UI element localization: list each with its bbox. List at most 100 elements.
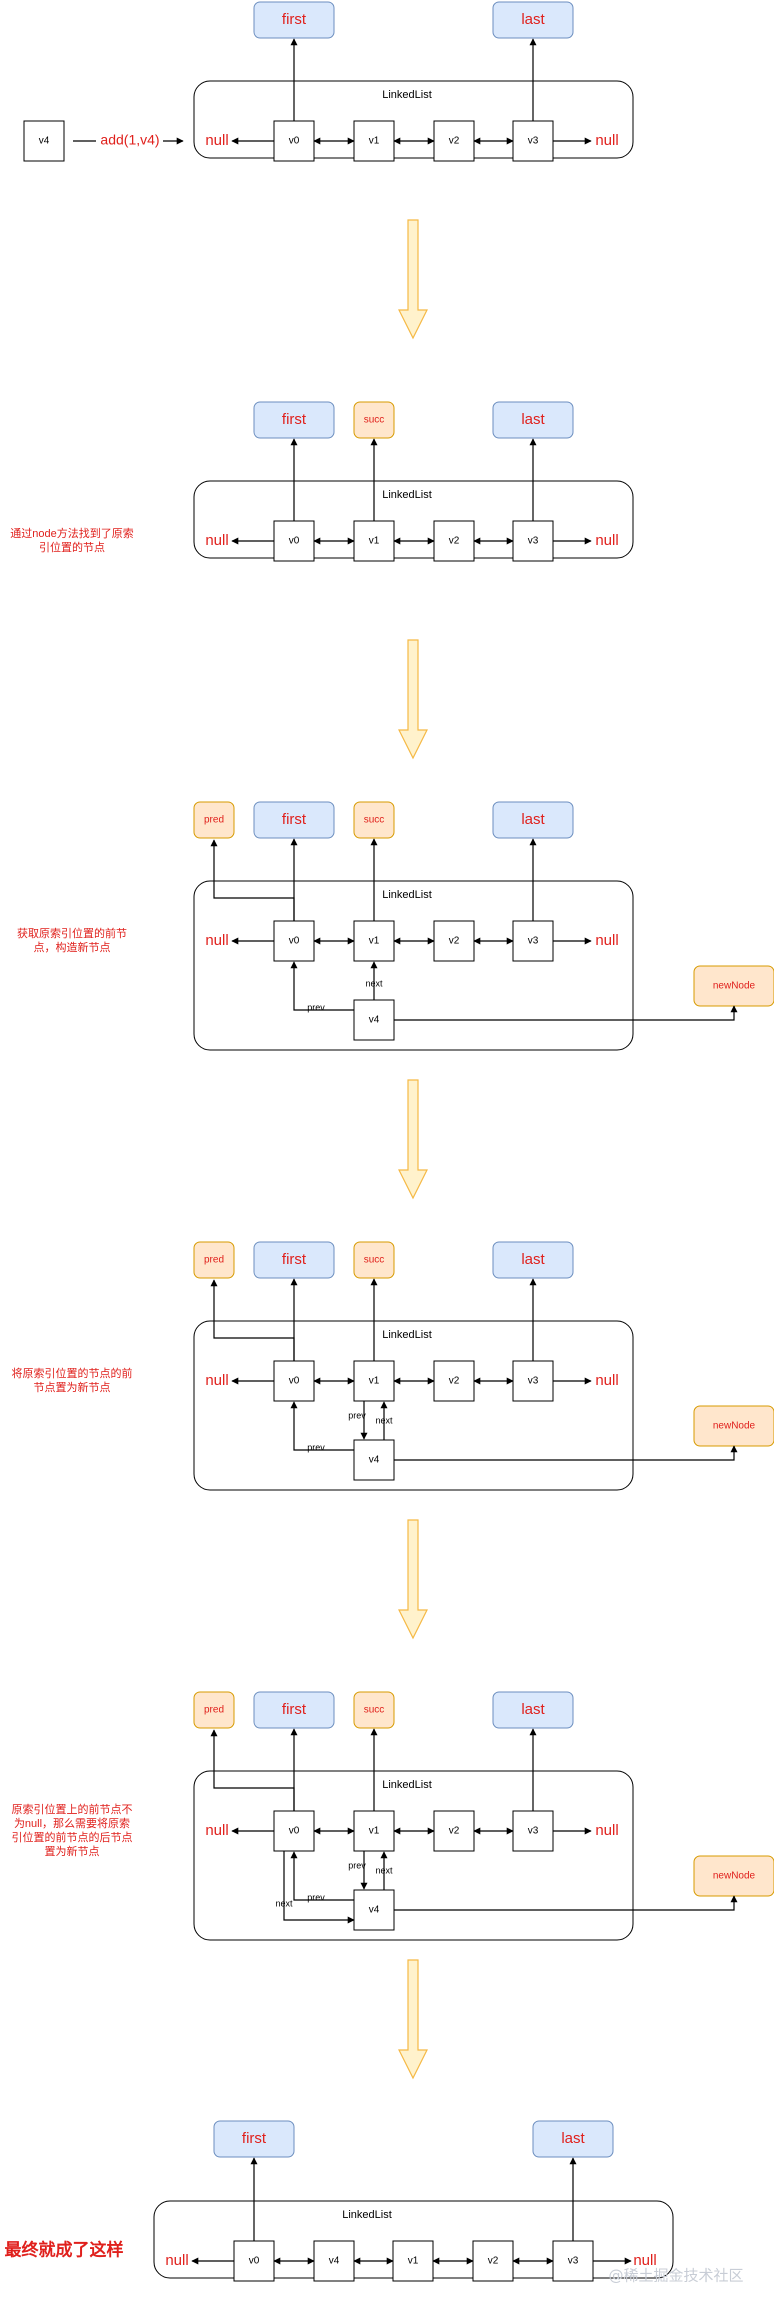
pointer-first-label: first: [282, 1701, 307, 1718]
null-right: null: [595, 532, 618, 549]
node-v1-box: [353, 1810, 395, 1852]
linkedlist-label: LinkedList: [382, 89, 432, 101]
null-left: null: [205, 1822, 228, 1839]
prev-label: prev: [307, 1442, 325, 1452]
node-v0-label: v0: [249, 2256, 260, 2267]
node-v1-label: v1: [369, 1826, 380, 1837]
node-v3-box: [512, 120, 554, 162]
pointer-first-label: first: [242, 2130, 267, 2147]
newnode-pointer-arrow: [394, 1005, 738, 1021]
input-node-v4-label: v4: [39, 136, 50, 147]
node-v1-label: v1: [369, 1376, 380, 1387]
prev-label: prev: [307, 1002, 325, 1012]
null-left: null: [205, 1372, 228, 1389]
node-v2-label: v2: [449, 936, 460, 947]
prev-link-v4-v0: [290, 961, 354, 1011]
linkedlist-container: [193, 480, 634, 559]
null-right: null: [595, 1822, 618, 1839]
pointer-succ-label: succ: [364, 415, 385, 426]
node-v4-new-box: [353, 999, 395, 1041]
node-v0-label: v0: [289, 1376, 300, 1387]
node-v0-label: v0: [289, 136, 300, 147]
newnode-pointer-arrow: [394, 1895, 738, 1911]
newnode-tag-label: newNode: [713, 981, 756, 992]
null-right: null: [595, 932, 618, 949]
pointer-first-label: first: [282, 411, 307, 428]
linkedlist-label: LinkedList: [342, 2209, 392, 2221]
null-right: null: [595, 1372, 618, 1389]
node-v3-box: [512, 920, 554, 962]
linkedlist-label: LinkedList: [382, 889, 432, 901]
node-v2-label: v2: [488, 2256, 499, 2267]
watermark: @稀土掘金技术社区: [608, 2267, 743, 2285]
node-v0-label: v0: [289, 536, 300, 547]
next-label: next: [375, 1865, 393, 1875]
node-v3-label: v3: [528, 136, 539, 147]
node-v2-box: [433, 1360, 475, 1402]
pointer-first-box: [253, 1, 335, 39]
flow-arrow-1: [398, 219, 428, 340]
pointer-last-label: last: [521, 11, 545, 28]
pointer-succ-label: succ: [364, 815, 385, 826]
pointer-last-box: [492, 1, 574, 39]
pointer-pred-box: [193, 1691, 235, 1729]
pointer-last-box: [492, 401, 574, 439]
node-v2-box: [472, 2240, 514, 2282]
step-note: 获取原索引位置的前节点，构造新节点: [17, 926, 127, 954]
pointer-first-label: first: [282, 811, 307, 828]
node-v4-new-label: v4: [369, 1905, 380, 1916]
node-v3-label: v3: [528, 936, 539, 947]
input-call: add(1,v4): [100, 132, 159, 148]
prev-link-v4-v0: [290, 1851, 354, 1901]
input-node-v4-box: [23, 120, 65, 162]
node-v0-box: [273, 1810, 315, 1852]
step-note: 通过node方法找到了原索引位置的节点: [10, 526, 133, 554]
null-right: null: [595, 132, 618, 149]
prev-label: prev: [307, 1892, 325, 1902]
node-v2-label: v2: [449, 1376, 460, 1387]
node-v3-label: v3: [528, 1376, 539, 1387]
pointer-first-label: first: [282, 1251, 307, 1268]
node-v4-label: v4: [329, 2256, 340, 2267]
node-v1-box: [353, 520, 395, 562]
flow-arrow-5: [398, 1959, 428, 2080]
node-v1-box: [353, 120, 395, 162]
node-v3-box: [552, 2240, 594, 2282]
next-label: next: [375, 1415, 393, 1425]
pointer-last-box: [492, 1241, 574, 1279]
node-v0-box: [273, 920, 315, 962]
pointer-succ-label: succ: [364, 1705, 385, 1716]
node-v2-label: v2: [449, 1826, 460, 1837]
node-v0-label: v0: [289, 1826, 300, 1837]
linkedlist-container: [193, 80, 634, 159]
newnode-tag-label: newNode: [713, 1421, 756, 1432]
node-v1-box: [392, 2240, 434, 2282]
node-v3-label: v3: [568, 2256, 579, 2267]
newnode-pointer-arrow: [394, 1445, 738, 1461]
null-right: null: [633, 2252, 656, 2269]
final-note: 最终就成了这样: [5, 2239, 124, 2259]
prev2-label: prev: [348, 1410, 366, 1420]
next-label: next: [365, 978, 383, 988]
node-v2-label: v2: [449, 136, 460, 147]
pointer-pred-label: pred: [204, 1705, 224, 1716]
pointer-pred-box: [193, 801, 235, 839]
pointer-first-label: first: [282, 11, 307, 28]
node-v4-new-label: v4: [369, 1015, 380, 1026]
pointer-last-label: last: [521, 811, 545, 828]
pointer-first-box: [213, 2120, 295, 2158]
pointer-last-label: last: [521, 411, 545, 428]
linkedlist-label: LinkedList: [382, 489, 432, 501]
pointer-succ-box: [353, 801, 395, 839]
node-v4-new-box: [353, 1889, 395, 1931]
null-left: null: [205, 132, 228, 149]
node-v2-box: [433, 920, 475, 962]
pointer-succ-box: [353, 1691, 395, 1729]
newnode-tag-label: newNode: [713, 1871, 756, 1882]
node-v3-label: v3: [528, 1826, 539, 1837]
linkedlist-label: LinkedList: [382, 1779, 432, 1791]
pointer-last-label: last: [561, 2130, 585, 2147]
node-v1-label: v1: [369, 536, 380, 547]
pointer-pred-label: pred: [204, 815, 224, 826]
node-v0-box: [273, 520, 315, 562]
